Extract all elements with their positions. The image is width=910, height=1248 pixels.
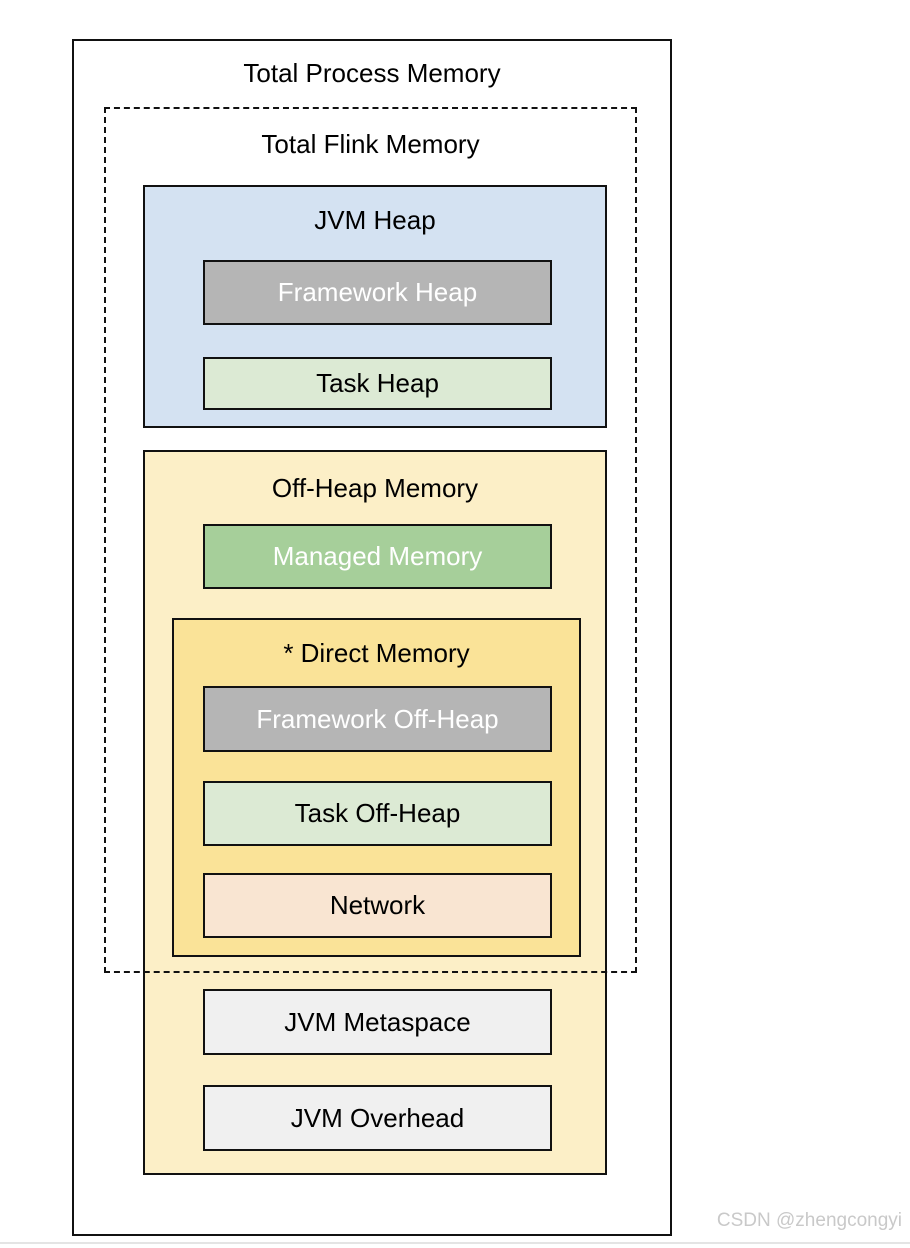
total-process-memory-box: Total Process Memory Off-Heap Memory Man… xyxy=(72,39,672,1236)
jvm-overhead-box: JVM Overhead xyxy=(203,1085,552,1151)
total-process-memory-label: Total Process Memory xyxy=(243,58,501,88)
managed-memory-label: Managed Memory xyxy=(272,541,483,571)
jvm-metaspace-box: JVM Metaspace xyxy=(203,989,552,1055)
total-flink-memory-label: Total Flink Memory xyxy=(261,129,480,159)
direct-memory-label: * Direct Memory xyxy=(283,638,470,668)
task-heap-box: Task Heap xyxy=(203,357,552,410)
framework-heap-box: Framework Heap xyxy=(203,260,552,325)
jvm-heap-label: JVM Heap xyxy=(314,205,436,235)
total-flink-memory-box: Total Flink Memory JVM Heap Framework He… xyxy=(104,107,637,973)
jvm-metaspace-label: JVM Metaspace xyxy=(284,1006,471,1037)
page-bottom-divider xyxy=(0,1242,910,1244)
framework-heap-label: Framework Heap xyxy=(277,277,478,307)
task-off-heap-label: Task Off-Heap xyxy=(294,798,461,828)
managed-memory-box: Managed Memory xyxy=(203,524,552,589)
task-heap-label: Task Heap xyxy=(316,368,439,398)
task-off-heap-box: Task Off-Heap xyxy=(203,781,552,846)
jvm-heap-box: JVM Heap Framework Heap Task Heap xyxy=(143,185,607,428)
framework-off-heap-box: Framework Off-Heap xyxy=(203,686,552,752)
network-label: Network xyxy=(329,890,426,920)
network-box: Network xyxy=(203,873,552,938)
framework-off-heap-label: Framework Off-Heap xyxy=(256,703,499,734)
off-heap-memory-label: Off-Heap Memory xyxy=(271,473,479,503)
direct-memory-box: * Direct Memory Framework Off-Heap Task … xyxy=(172,618,581,957)
jvm-overhead-label: JVM Overhead xyxy=(290,1102,465,1133)
off-heap-memory-box: Off-Heap Memory Managed Memory * Direct … xyxy=(143,450,607,1175)
watermark: CSDN @zhengcongyi xyxy=(716,1210,902,1231)
